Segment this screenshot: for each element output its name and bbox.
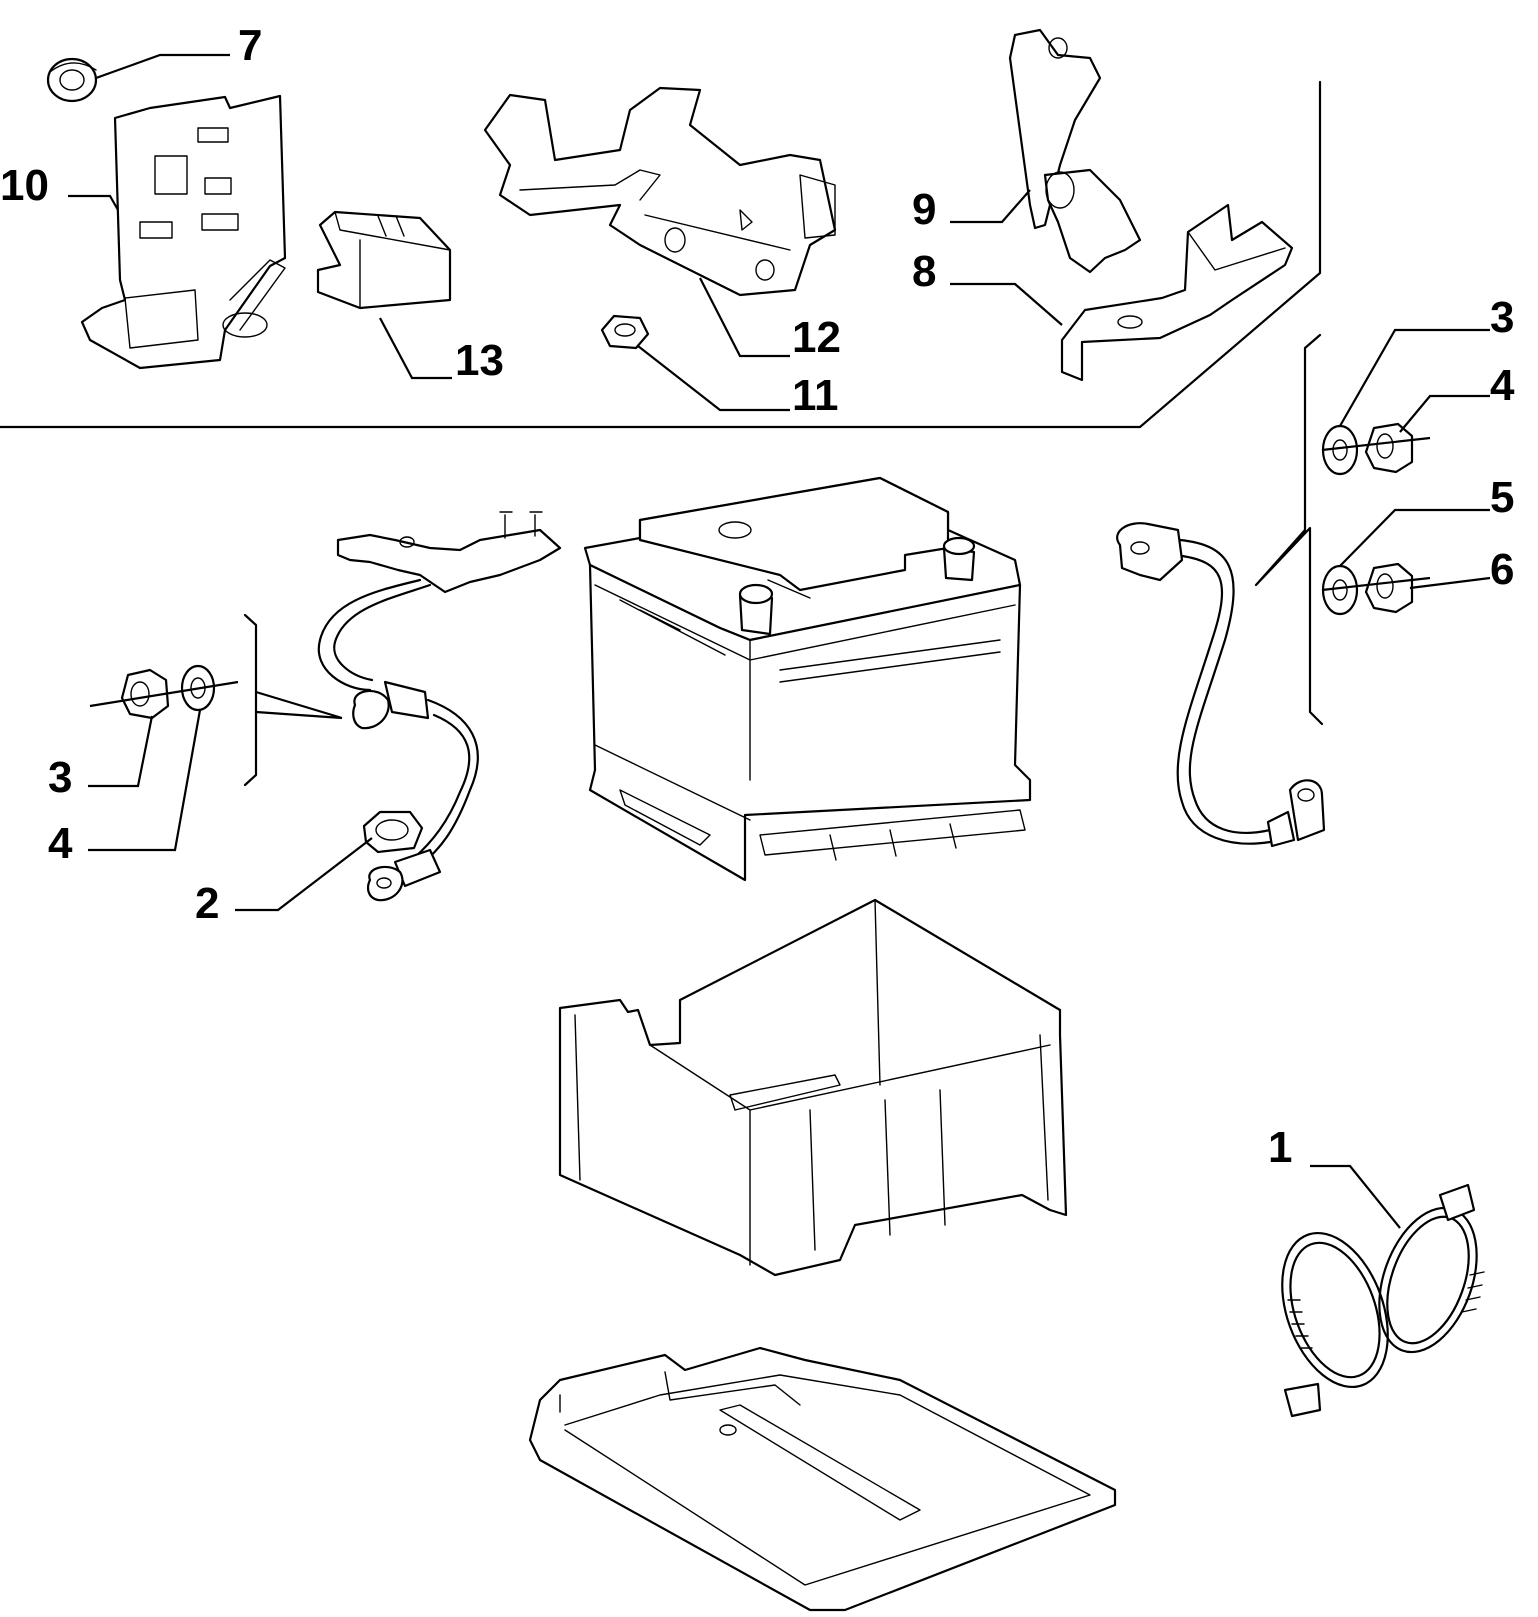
callout-labels: 7 10 13 12 11 9 8 3 4 5 6 3 4 2 1 [0,21,1515,1172]
callout-2: 2 [195,879,219,928]
callout-3-left: 3 [48,753,72,802]
part-9-strap-clamp [1008,28,1142,274]
upper-inset-border [0,80,1322,429]
part-10-mounting-plate [80,94,287,370]
battery-block [583,476,1032,882]
part-7-grommet [46,57,98,103]
callout-6: 6 [1490,545,1514,594]
bottom-tray [528,1346,1117,1612]
callout-8: 8 [912,247,936,296]
positive-cable-assembly [317,511,562,902]
part-4-washer-left [89,664,239,712]
part-13-cover-cap [316,210,452,310]
right-inset-bracket [1254,333,1324,726]
callout-4-right: 4 [1490,361,1515,410]
callout-9: 9 [912,185,936,234]
part-1-hose-clamp [1281,1183,1485,1418]
part-11-nut [600,314,650,350]
callout-3-right: 3 [1490,293,1514,342]
callout-10: 10 [0,161,49,210]
battery-tray [558,898,1068,1277]
left-bracket [243,613,343,787]
callout-11: 11 [792,371,839,420]
part-6-nut-right [1321,562,1431,614]
callout-13: 13 [455,336,504,385]
callout-1: 1 [1268,1123,1292,1172]
callout-5: 5 [1490,473,1514,522]
part-12-connector-bracket [483,86,837,297]
leader-lines [68,53,1491,1229]
callout-4-left: 4 [48,819,73,868]
part-2-nut [362,810,424,854]
part-8-ground-bracket [1060,203,1294,382]
callout-7: 7 [238,21,262,70]
part-4-nut-right [1321,422,1431,474]
callout-12: 12 [792,313,841,362]
ground-cable-assembly [1116,522,1326,848]
